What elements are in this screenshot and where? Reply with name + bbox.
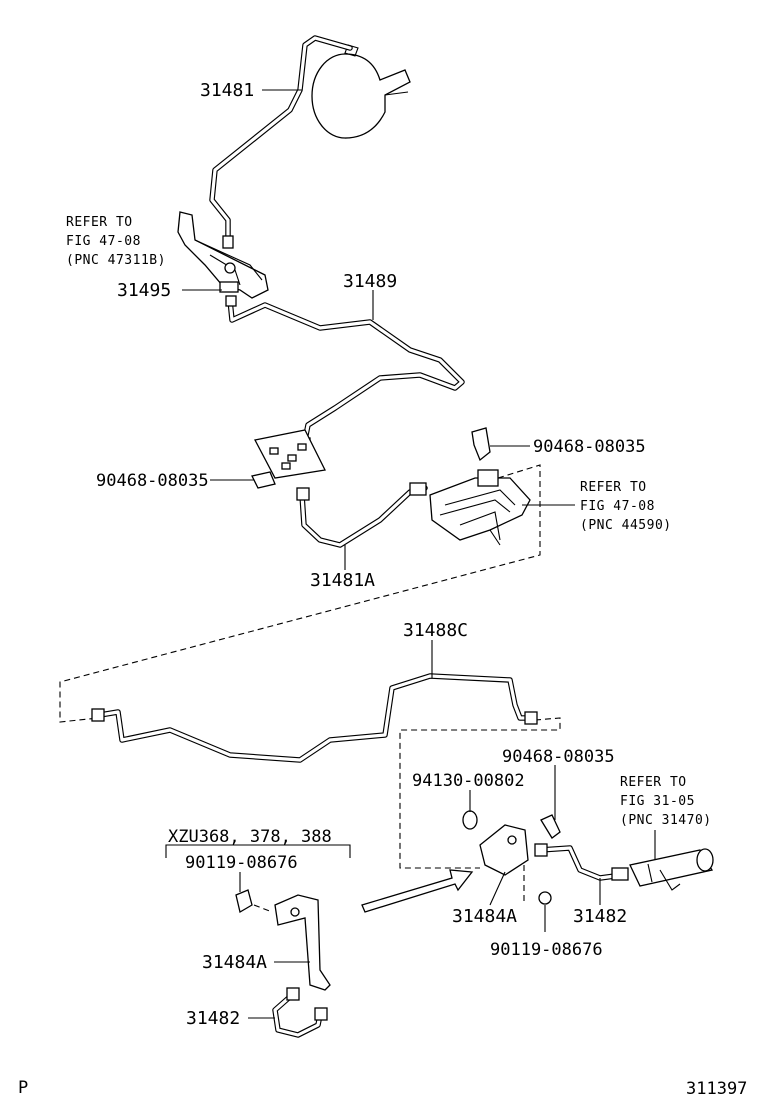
label-90468-b: 90468-08035	[533, 437, 646, 457]
valve-assembly-drawing	[429, 469, 531, 546]
right-junction-drawing	[462, 810, 629, 905]
label-90468-a: 90468-08035	[96, 471, 209, 491]
direction-arrow	[361, 869, 474, 913]
bracket-31495-drawing	[177, 211, 269, 299]
label-31495: 31495	[117, 280, 171, 301]
refer-note-3-line2: FIG 31-05	[620, 794, 695, 809]
refer-note-2-line3: (PNC 44590)	[580, 518, 672, 533]
floor-plate-drawing	[254, 429, 326, 479]
leader-lines	[182, 89, 656, 1019]
refer-note-3-line1: REFER TO	[620, 775, 687, 790]
clip-90468-b-drawing	[471, 427, 491, 462]
label-31482-left: 31482	[186, 1008, 240, 1029]
label-31481A: 31481A	[310, 570, 375, 591]
label-31482-right: 31482	[573, 906, 627, 927]
inset-xzu-drawing	[165, 844, 351, 1038]
label-31484A-left: 31484A	[202, 952, 267, 973]
refer-note-2-line1: REFER TO	[580, 480, 647, 495]
corner-letter: P	[18, 1078, 28, 1098]
label-94130: 94130-00802	[412, 771, 525, 791]
clutch-cylinder-drawing	[629, 848, 714, 891]
label-90119-left: 90119-08676	[185, 853, 298, 873]
label-90119-right: 90119-08676	[490, 940, 603, 960]
refer-note-2-line2: FIG 47-08	[580, 499, 655, 514]
refer-note-1-line1: REFER TO	[66, 215, 133, 230]
label-31484A-right: 31484A	[452, 906, 517, 927]
pipe-31481-top	[209, 35, 353, 249]
pipe-31488C	[91, 673, 538, 763]
hose-31481A	[296, 482, 428, 548]
refer-note-1-line3: (PNC 47311B)	[66, 253, 166, 268]
clip-90468-a-drawing	[251, 471, 276, 489]
label-31481: 31481	[200, 80, 254, 101]
label-xzu-models: XZU368, 378, 388	[168, 827, 332, 847]
label-31488C: 31488C	[403, 620, 468, 641]
figure-number: 311397	[686, 1079, 747, 1099]
label-31489: 31489	[343, 271, 397, 292]
brake-booster-drawing	[311, 44, 411, 139]
refer-note-3-line3: (PNC 31470)	[620, 813, 712, 828]
label-90468-c: 90468-08035	[502, 747, 615, 767]
pipe-31489	[225, 295, 465, 449]
refer-note-1-line2: FIG 47-08	[66, 234, 141, 249]
